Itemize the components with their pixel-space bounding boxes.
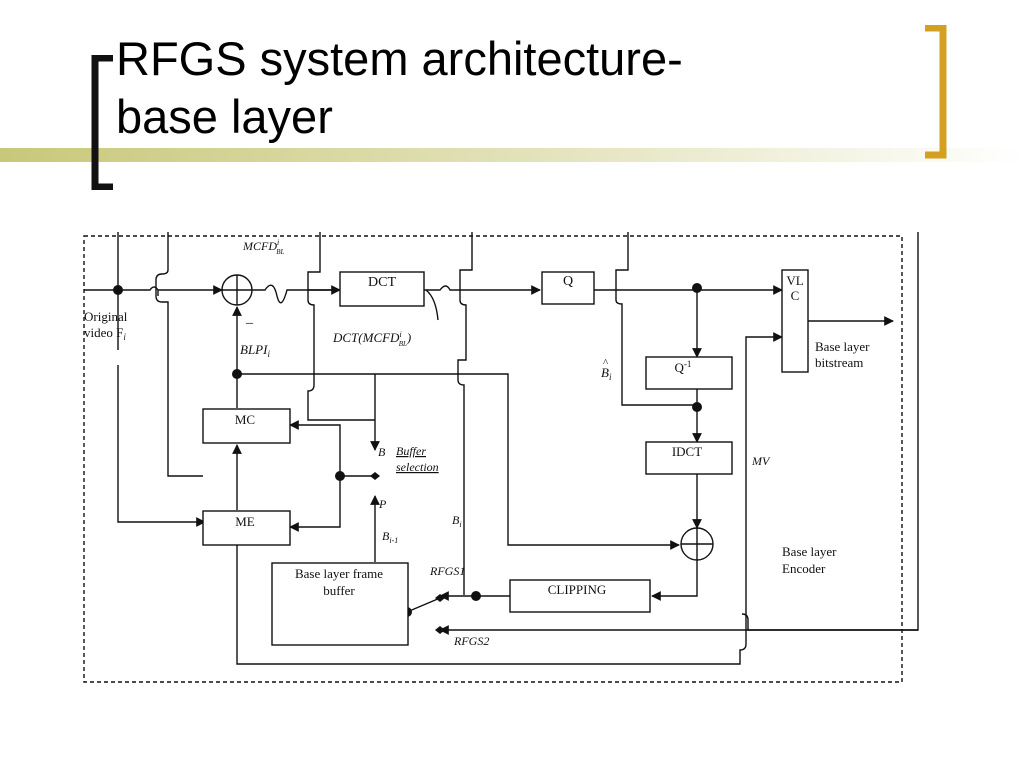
- title-line-1: RFGS system architecture-: [116, 32, 683, 85]
- right-bracket: [925, 25, 947, 159]
- buffer-select-b: B: [378, 445, 386, 459]
- left-bracket: [91, 55, 113, 190]
- bi1-label: Bi-1: [382, 529, 398, 545]
- clipping-block: [509, 579, 651, 613]
- dct-block: [339, 271, 425, 307]
- vlc-label-line1: VL: [786, 273, 803, 288]
- encoder-label-line1: Base layer: [782, 544, 837, 559]
- mv-label: MV: [751, 454, 771, 468]
- dct-label: DCT: [368, 275, 396, 290]
- minus-sign: _: [245, 311, 254, 326]
- bi-label: Bi: [452, 513, 462, 529]
- buffer-select-p: P: [378, 497, 387, 511]
- frame-buffer-block: [271, 562, 409, 646]
- qinv-label: Q-1: [675, 359, 692, 375]
- clipping-label: CLIPPING: [548, 582, 607, 597]
- blpi-label: BLPIi: [240, 342, 270, 359]
- encoder-label-line2: Encoder: [782, 561, 826, 576]
- mc-label: MC: [235, 412, 255, 427]
- vlc-block: [781, 269, 809, 373]
- vlc-label-line2: C: [791, 288, 800, 303]
- frame-buffer-label-line2: buffer: [323, 583, 355, 598]
- buffer-selection-line2: selection: [396, 460, 439, 474]
- frame-buffer-label-line1: Base layer frame: [295, 566, 383, 581]
- bhat-accent: ^: [603, 357, 609, 369]
- original-video-label-line1: Original: [84, 309, 128, 324]
- bitstream-label-line2: bitstream: [815, 355, 863, 370]
- idct-block: [645, 441, 733, 475]
- original-video-label-line2: video Fi: [84, 325, 126, 342]
- buffer-selection-line1: Buffer: [396, 444, 426, 458]
- me-label: ME: [235, 514, 255, 529]
- title-accent-line: [0, 148, 1024, 162]
- title-line-2: base layer: [116, 90, 333, 143]
- q-label: Q: [563, 274, 573, 289]
- bitstream-label-line1: Base layer: [815, 339, 870, 354]
- me-block: [202, 510, 291, 546]
- rfgs1-label: RFGS1: [429, 564, 465, 578]
- encoder-boundary: [83, 235, 903, 683]
- slide-title: RFGS system architecture- base layer: [116, 30, 683, 146]
- qinv-block: [645, 356, 733, 390]
- rfgs2-label: RFGS2: [453, 634, 489, 648]
- idct-label: IDCT: [672, 444, 702, 459]
- q-block: [541, 271, 595, 305]
- bhat-label: Bi: [601, 365, 612, 382]
- mc-block: [202, 408, 291, 444]
